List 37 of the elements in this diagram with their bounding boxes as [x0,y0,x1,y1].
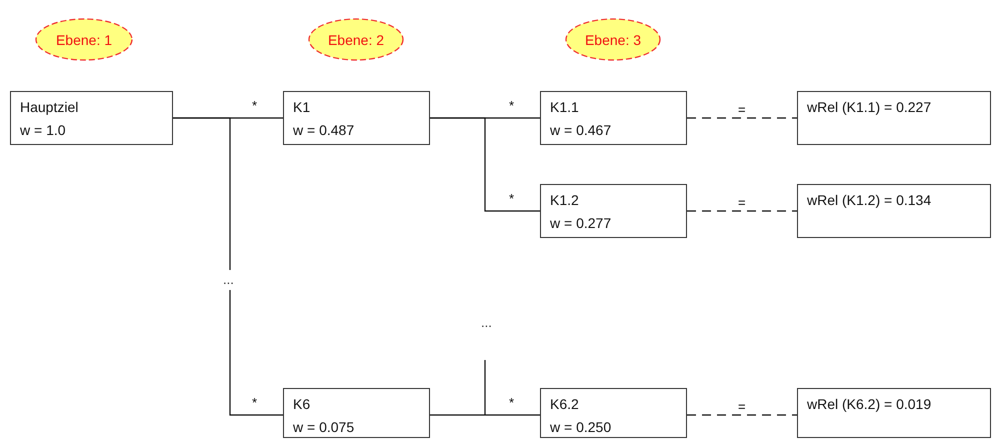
dashed-connector [687,414,797,416]
node-title: Hauptziel [20,98,80,117]
level-ellipse [565,18,661,61]
ellipsis-note: ... [222,270,235,290]
node-title: K1.1 [550,98,580,117]
node-title: wRel (K1.2) = 0.134 [807,191,932,210]
criterion-box [540,91,687,145]
node-weight: w = 0.075 [293,418,356,437]
connector-line [430,117,540,212]
node-weight: w = 1.0 [20,121,67,140]
node-weight: w = 0.487 [293,121,356,140]
node-weight: w = 0.250 [550,418,612,437]
dashed-connector [687,117,797,119]
node-weight: w = 0.467 [550,121,612,140]
level-label: Ebene: 1 [56,32,112,48]
level-label: Ebene: 2 [328,32,384,48]
connector-line [429,359,541,416]
dashed-connector [687,210,797,212]
level-label: Ebene: 3 [584,32,642,48]
node-title: K6 [293,395,312,414]
node-title: K1.2 [550,191,580,210]
level-ellipse [35,18,133,61]
criterion-box [540,184,687,238]
node-weight: w = 0.277 [550,214,612,233]
node-title: wRel (K1.1) = 0.227 [807,98,932,117]
connector-line [173,117,283,416]
criterion-box [797,388,991,438]
criterion-box [283,91,430,145]
criterion-box [10,91,173,145]
criterion-box [797,91,991,145]
node-title: wRel (K6.2) = 0.019 [807,395,932,414]
criterion-box [797,184,991,238]
node-title: K1 [293,98,312,117]
criterion-box [283,388,430,438]
level-ellipse [308,18,404,61]
node-title: K6.2 [550,395,580,414]
criterion-box [540,388,687,438]
